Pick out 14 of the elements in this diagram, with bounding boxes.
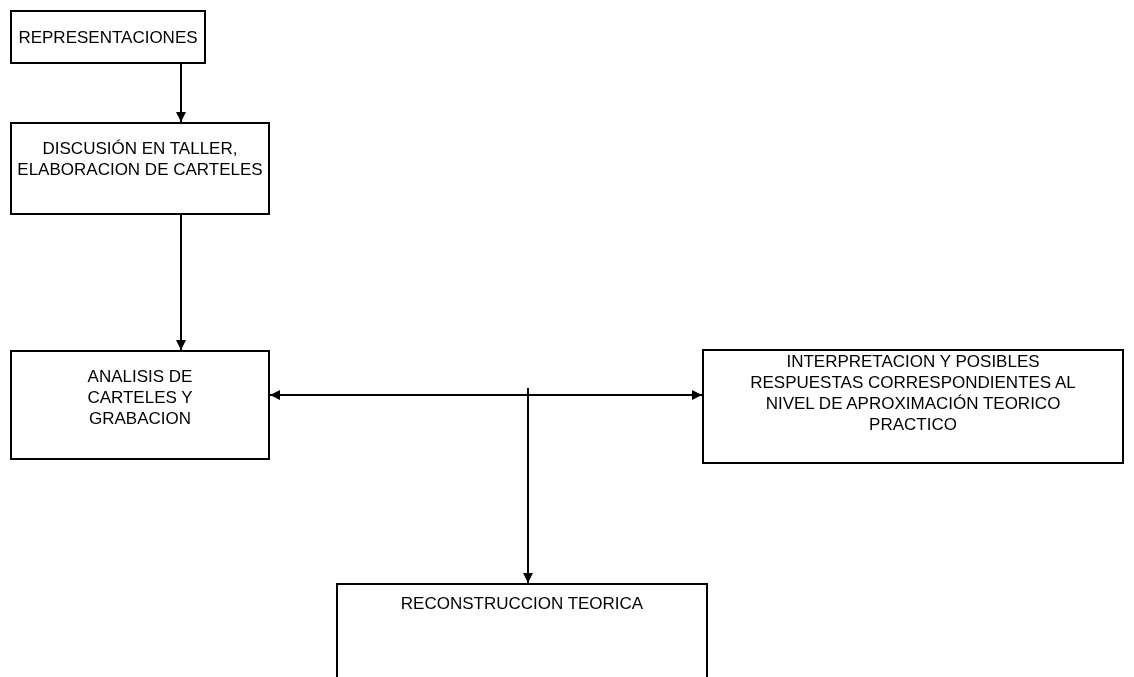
box-label: INTERPRETACION Y POSIBLES RESPUESTAS CORRESPONDIENTES AL NIVEL DE APROXIMACIÓN TEORICO PRACTICO	[749, 351, 1077, 435]
process-box	[10, 122, 270, 215]
process-box	[10, 350, 270, 460]
box-label: ANALISIS DE CARTELES Y GRABACION	[86, 366, 194, 429]
box-label: RECONSTRUCCION TEORICA	[400, 593, 644, 614]
process-box	[336, 583, 708, 677]
process-box	[10, 10, 206, 64]
arrow	[176, 214, 186, 351]
arrow	[523, 387, 533, 584]
arrow	[269, 390, 703, 400]
arrow	[176, 63, 186, 123]
process-box	[702, 349, 1124, 464]
box-label: REPRESENTACIONES	[18, 26, 198, 48]
box-label: DISCUSIÓN EN TALLER, ELABORACION DE CARTELES	[16, 138, 264, 180]
